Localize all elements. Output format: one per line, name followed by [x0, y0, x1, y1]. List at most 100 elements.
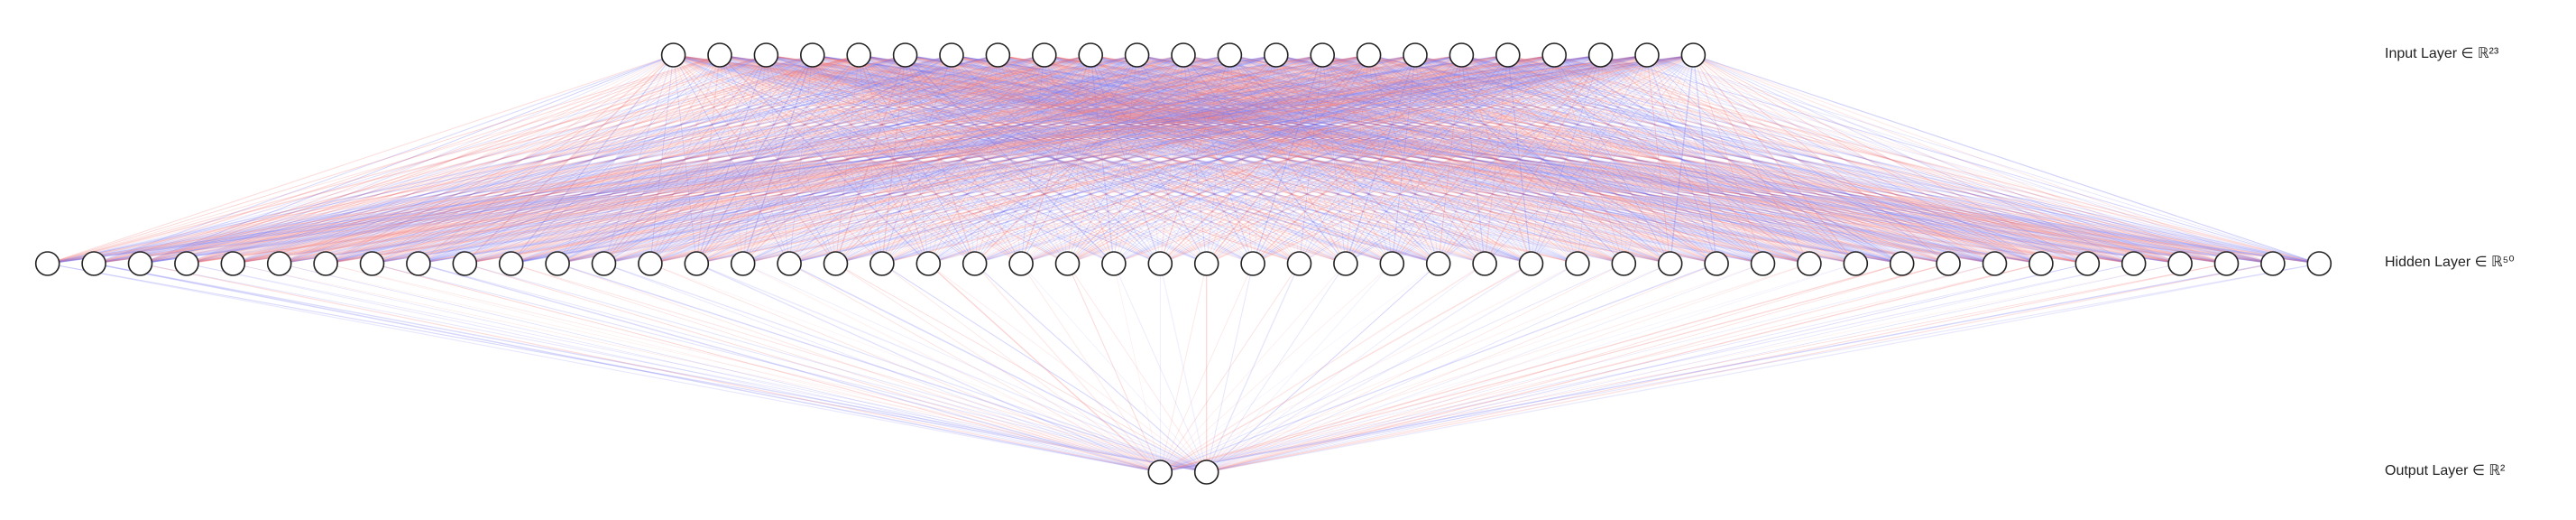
edge-input-6-to-hidden-23: [951, 54, 1115, 265]
edge-input-10-to-hidden-22: [1067, 54, 1138, 265]
edge-input-3-to-hidden-38: [812, 54, 1810, 265]
edge-input-6-to-hidden-14: [695, 54, 952, 265]
edge-input-15-to-hidden-5: [279, 54, 1369, 265]
edge-input-12-to-hidden-38: [1229, 54, 1810, 265]
edge-input-2-to-hidden-43: [766, 54, 2042, 265]
edge-input-18-to-hidden-40: [1507, 54, 1902, 265]
edge-input-16-to-hidden-38: [1414, 54, 1810, 265]
edge-input-0-to-hidden-45: [673, 54, 2134, 265]
edge-input-18-to-hidden-11: [557, 54, 1508, 265]
edge-input-0-to-hidden-49: [673, 54, 2320, 265]
edge-input-22-to-hidden-14: [696, 54, 1694, 265]
edge-input-19-to-hidden-16: [788, 54, 1555, 265]
edge-input-21-to-hidden-49: [1646, 54, 2320, 265]
edge-input-12-to-hidden-42: [1229, 54, 1995, 265]
edge-input-10-to-hidden-26: [1136, 54, 1254, 265]
edge-input-22-to-hidden-21: [1020, 54, 1694, 265]
edge-input-10-to-hidden-32: [1136, 54, 1532, 265]
edge-hidden-23-to-output-1: [1113, 263, 1208, 473]
edge-input-12-to-hidden-4: [233, 54, 1230, 265]
edge-input-22-to-hidden-39: [1692, 54, 1856, 265]
edge-input-20-to-hidden-43: [1600, 54, 2042, 265]
edge-hidden-8-to-output-0: [418, 263, 1161, 473]
edge-input-6-to-hidden-28: [951, 54, 1347, 265]
edge-input-2-to-hidden-37: [766, 54, 1763, 265]
edge-input-19-to-hidden-6: [325, 54, 1555, 265]
edge-input-7-to-hidden-27: [998, 54, 1300, 265]
edge-input-5-to-hidden-34: [905, 54, 1624, 265]
edge-input-12-to-hidden-33: [1229, 54, 1578, 265]
edge-hidden-13-to-output-1: [649, 263, 1207, 473]
edge-input-1-to-hidden-47: [719, 54, 2227, 265]
edge-hidden-47-to-output-0: [1160, 263, 2227, 473]
edge-input-13-to-hidden-37: [1275, 54, 1763, 265]
edge-input-2-to-hidden-40: [766, 54, 1902, 265]
edge-hidden-5-to-output-1: [279, 263, 1207, 473]
edge-input-10-to-hidden-17: [835, 54, 1137, 265]
edge-input-20-to-hidden-11: [557, 54, 1601, 265]
edge-input-5-to-hidden-28: [905, 54, 1347, 265]
edge-input-9-to-hidden-34: [1090, 54, 1624, 265]
edge-input-11-to-hidden-3: [186, 54, 1184, 265]
edge-input-3-to-hidden-9: [465, 54, 814, 265]
edge-input-10-to-hidden-4: [233, 54, 1137, 265]
edge-input-14-to-hidden-4: [233, 54, 1323, 265]
edge-input-21-to-hidden-37: [1646, 54, 1763, 265]
edge-input-6-to-hidden-36: [951, 54, 1717, 265]
edge-input-10-to-hidden-1: [93, 54, 1137, 265]
edge-input-5-to-hidden-20: [904, 54, 976, 265]
edge-input-6-to-hidden-21: [951, 54, 1022, 265]
edge-input-8-to-hidden-12: [603, 54, 1044, 265]
edge-hidden-0-to-output-1: [47, 263, 1207, 473]
input-neuron-21: [1634, 42, 1660, 68]
edge-input-1-to-hidden-24: [719, 54, 1161, 265]
edge-input-7-to-hidden-17: [834, 54, 998, 265]
edge-input-21-to-hidden-40: [1646, 54, 1902, 265]
edge-input-9-to-hidden-32: [1090, 54, 1532, 265]
edge-input-21-to-hidden-0: [47, 54, 1648, 265]
edge-input-2-to-hidden-34: [766, 54, 1624, 265]
edge-input-3-to-hidden-47: [812, 54, 2227, 265]
edge-input-2-to-hidden-45: [766, 54, 2134, 265]
hidden-neuron-40: [1889, 251, 1915, 276]
edge-input-4-to-hidden-8: [418, 54, 860, 265]
edge-input-17-to-hidden-9: [465, 54, 1462, 265]
edge-input-4-to-hidden-46: [859, 54, 2181, 265]
edge-input-18-to-hidden-37: [1507, 54, 1763, 265]
edge-input-2-to-hidden-16: [765, 54, 790, 265]
edge-input-6-to-hidden-5: [279, 54, 952, 265]
edge-input-12-to-hidden-13: [649, 54, 1230, 265]
edge-input-22-to-hidden-18: [881, 54, 1694, 265]
edge-hidden-39-to-output-1: [1206, 263, 1856, 473]
edge-input-13-to-hidden-26: [1252, 54, 1277, 265]
edge-input-7-to-hidden-2: [140, 54, 998, 265]
edge-input-13-to-hidden-15: [742, 54, 1276, 265]
edge-input-3-to-hidden-26: [812, 54, 1254, 265]
edge-input-18-to-hidden-43: [1507, 54, 2042, 265]
edge-input-0-to-hidden-27: [673, 54, 1300, 265]
edge-input-19-to-hidden-40: [1553, 54, 1903, 265]
edge-hidden-27-to-output-0: [1159, 263, 1300, 473]
edge-input-13-to-hidden-44: [1275, 54, 2088, 265]
edge-input-21-to-hidden-13: [649, 54, 1648, 265]
edge-input-10-to-hidden-16: [788, 54, 1137, 265]
edge-input-14-to-hidden-41: [1322, 54, 1949, 265]
edge-input-6-to-hidden-26: [951, 54, 1254, 265]
edge-input-14-to-hidden-27: [1299, 54, 1323, 265]
edge-input-0-to-hidden-14: [673, 54, 697, 265]
edge-input-17-to-hidden-17: [835, 54, 1462, 265]
edge-input-18-to-hidden-49: [1507, 54, 2320, 265]
edge-input-0-to-hidden-15: [673, 54, 744, 265]
edge-input-1-to-hidden-11: [557, 54, 721, 265]
edge-input-6-to-hidden-0: [47, 54, 952, 265]
edge-input-18-to-hidden-14: [696, 54, 1508, 265]
edge-input-0-to-hidden-11: [557, 54, 675, 265]
edge-input-20-to-hidden-20: [974, 54, 1601, 265]
edge-input-14-to-hidden-43: [1322, 54, 2042, 265]
edge-input-18-to-hidden-17: [835, 54, 1508, 265]
edge-input-7-to-hidden-38: [998, 54, 1810, 265]
edge-input-21-to-hidden-14: [696, 54, 1648, 265]
edge-hidden-11-to-output-1: [557, 263, 1207, 473]
edge-input-11-to-hidden-0: [47, 54, 1184, 265]
edge-input-6-to-hidden-9: [465, 54, 952, 265]
